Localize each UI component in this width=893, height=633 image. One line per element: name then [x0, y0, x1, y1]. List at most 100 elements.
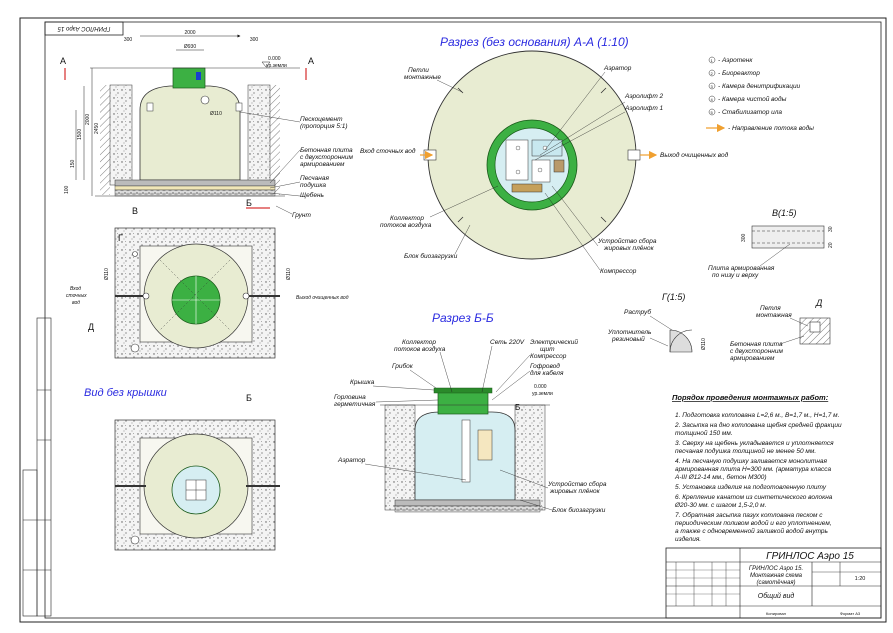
aa-label-compressor: Компрессор: [600, 268, 637, 275]
label-sandcement: Пескоцемент: [300, 116, 343, 123]
detail-v-30: 30: [828, 226, 834, 232]
marker-g: Г: [118, 233, 123, 243]
procedure-line-6: 4. На песчаную подушку заливается моноли…: [675, 457, 828, 465]
bb-gravel: [394, 505, 541, 513]
bb-label-collector-1: Коллектор: [402, 339, 436, 346]
plan-inspection: [130, 343, 140, 353]
pit-wall-right: [247, 84, 271, 186]
aa-label-airlift2: Аэролифт 2: [624, 93, 664, 100]
pipe-port: [200, 95, 210, 105]
detail-g-bell: [669, 329, 693, 353]
aa-label-skimmer-2: жировых плёнок: [603, 245, 655, 252]
bb-marker-b: Б: [515, 403, 520, 412]
dim-930: Ø930: [184, 44, 196, 50]
aa-label-bioload: Блок биозагрузки: [404, 252, 458, 260]
bb-label-skimmer-2: жировых плёнок: [549, 488, 601, 495]
marker-b-left: Б: [246, 393, 252, 403]
legend-marker-2: [708, 69, 716, 77]
tank-body: [139, 85, 241, 181]
aa-outlet-pipe: [627, 149, 641, 161]
label-plate-2: с двухсторонним: [300, 153, 353, 161]
dim-150: 150: [70, 159, 76, 168]
section-bb: Б Коллектор потоков воздуха Сеть 220V Эл…: [334, 338, 607, 514]
legend-num-5: 5: [711, 110, 714, 115]
detail-d-plate-1: Бетонная плита: [730, 341, 783, 348]
marker-d: Д: [88, 322, 94, 332]
top-stamp-text: ГРИНЛОС Аэро 15: [57, 25, 110, 31]
aa-label-collector-2: потоков воздуха: [380, 221, 432, 229]
label-inlet-2: сточных: [66, 293, 87, 299]
procedure-line-15: изделия.: [675, 535, 701, 543]
detail-v: В(1:5) 300 30 20 Плита армированная по н…: [708, 208, 834, 279]
bb-label-neck-1: Горловина: [334, 394, 366, 401]
procedure-line-2: 2. Засыпка на дно котлована щебня средне…: [674, 421, 842, 429]
dim-300-right: 300: [250, 37, 259, 43]
detail-g-seal-2: резиновый: [611, 335, 645, 343]
legend-marker-1: [708, 56, 716, 64]
aa-module-e: [511, 183, 543, 193]
left-stamp-strip: [22, 317, 52, 617]
procedure-line-9: 5. Установка изделия на подготовленную п…: [675, 483, 827, 491]
bb-label-shield-1: Электрический: [530, 338, 578, 346]
detail-d-plate-2: с двухсторонним: [730, 347, 783, 355]
tb-scale: 1:20: [855, 576, 866, 582]
legend-item-4: - Камера чистой воды: [718, 95, 787, 103]
procedure-line-1: 1. Подготовка котлована L=2,6 м., B=1,7 …: [675, 411, 840, 419]
detail-v-mesh-2: по низу и верху: [712, 272, 759, 279]
sheet-border: [19, 17, 887, 623]
legend-num-3: 3: [711, 84, 714, 89]
procedure-heading: Порядок проведения монтажных работ:: [672, 393, 829, 402]
label-gravel: Щебень: [300, 191, 325, 199]
plan-dim-110-right: Ø110: [286, 268, 292, 280]
level-ground: ур.земли: [266, 63, 287, 69]
section-bb-title: Разрез Б-Б: [432, 311, 494, 325]
procedure-line-10: 6. Крепление канатом из синтетического в…: [675, 494, 833, 501]
aa-num-1: [515, 145, 521, 151]
elevation-labels: Пескоцемент (пропорция 5:1) Бетонная пли…: [239, 111, 353, 219]
detail-g-d110: Ø110: [701, 338, 707, 350]
legend-item-5: - Стабилизатор ила: [718, 108, 782, 116]
marker-a-left: А: [60, 56, 66, 66]
aa-label-outlet: Выход очищенных вод: [660, 151, 729, 159]
legend-marker-3: [708, 82, 716, 90]
top-stamp-box: [44, 21, 124, 36]
tb-desc-3: (самотёчная): [756, 580, 795, 586]
label-outlet: Выход очищенных вод: [296, 295, 349, 301]
detail-v-20: 20: [828, 242, 834, 248]
view-no-lid-title: Вид без крышки: [84, 387, 167, 399]
level-marker: [261, 61, 271, 68]
marker-a-right: А: [308, 56, 314, 66]
inner-frame: [44, 21, 882, 619]
nolid-inspection: [130, 535, 140, 545]
aa-num-4: [515, 169, 521, 175]
legend-num-2: 2: [711, 71, 714, 76]
bb-label-aerator: Аэратор: [337, 457, 366, 464]
legend-item-3: - Камера денитрификации: [718, 82, 801, 90]
detail-v-plate: [751, 225, 825, 249]
detail-v-300: 300: [741, 233, 747, 242]
procedure-line-7: армированная плита H=300 мм. (арматура к…: [675, 466, 831, 473]
label-proportion: (пропорция 5:1): [300, 123, 348, 130]
label-sand-2: подушка: [300, 181, 326, 189]
detail-g: Г(1:5) Раструб Уплотнитель резиновый Ø11…: [607, 292, 707, 353]
legend-marker-5: [708, 108, 716, 116]
elevation-view: 2000 Ø930 300 300 0.000 ур.земли 2450 20…: [60, 30, 353, 219]
bb-airlift: [461, 419, 471, 483]
aa-label-inlet: Вход сточных вод: [360, 147, 416, 155]
bb-label-ground: ур.земли: [532, 391, 553, 397]
legend-item-1: - Аэротенк: [718, 57, 753, 64]
title-block: ГРИНЛОС Аэро 15 ГРИНЛОС Аэро 15. Монтажн…: [665, 547, 882, 619]
procedure-line-8: А-III Ø12-14 мм., бетон М300): [674, 473, 767, 481]
bb-label-compressor: Компрессор: [530, 353, 567, 360]
bb-label-bioload: Блок биозагрузки: [552, 506, 606, 514]
bb-neck: [437, 391, 489, 415]
bb-label-shield-2: щит: [540, 346, 555, 353]
bb-label-gribok: Грибок: [392, 362, 414, 370]
bb-plate: [394, 499, 541, 507]
tb-format: Формат А3: [840, 611, 861, 616]
procedure-line-5: песчаная подушка толщиной не менее 50 мм…: [675, 447, 816, 455]
gravel-layer: [114, 189, 276, 197]
aa-label-loops-1: Петли: [408, 67, 429, 74]
dim-1500: 1500: [77, 129, 83, 140]
label-inlet-3: вод: [72, 300, 80, 306]
